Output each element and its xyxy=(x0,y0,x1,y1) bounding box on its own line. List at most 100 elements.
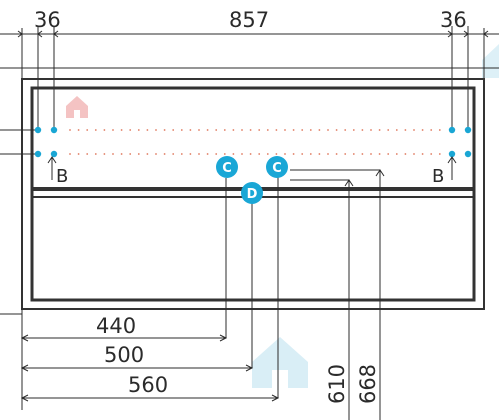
rail-dot xyxy=(395,129,398,131)
rail-dot xyxy=(370,153,372,155)
rail-dot xyxy=(77,129,80,131)
rail-dot xyxy=(146,153,149,155)
rail-dot xyxy=(223,153,226,155)
leader-lines xyxy=(225,169,385,420)
rail-dot xyxy=(120,153,123,155)
rail-dot xyxy=(292,153,295,155)
rail-dot xyxy=(241,129,243,131)
rail-dot xyxy=(301,129,304,131)
rail-dot xyxy=(129,129,132,131)
rail-dot xyxy=(77,153,80,155)
rail-dot xyxy=(206,153,209,155)
rail-dot xyxy=(129,153,132,155)
rail-dot xyxy=(421,153,424,155)
b-label-right: B xyxy=(432,166,444,187)
badge-c-right: C xyxy=(266,156,288,178)
rail-dot xyxy=(327,153,329,155)
rail-dot xyxy=(103,129,106,131)
rail-dot xyxy=(86,129,89,131)
rail-dot xyxy=(352,129,355,131)
rail-dot xyxy=(292,129,295,131)
rail-dot xyxy=(395,153,398,155)
rail-dot xyxy=(241,153,243,155)
rail-dot xyxy=(249,129,252,131)
dotted-rail-lines xyxy=(69,129,441,155)
dimension-36-left: 36 xyxy=(34,8,61,32)
watermark-home-icon xyxy=(482,44,499,78)
rail-dot xyxy=(309,153,312,155)
rail-dot xyxy=(189,129,192,131)
rail-dot xyxy=(198,153,200,155)
dimension-668: 668 xyxy=(356,364,380,404)
rail-dot xyxy=(327,129,329,131)
bottom-dimension-lines xyxy=(0,308,280,410)
rail-dot xyxy=(137,129,140,131)
mounting-hole xyxy=(34,126,42,134)
rail-dot xyxy=(284,129,286,131)
mounting-holes xyxy=(34,126,472,158)
rail-dot xyxy=(172,129,175,131)
rail-dot xyxy=(430,153,433,155)
rail-dot xyxy=(155,153,157,155)
rail-dot xyxy=(318,129,321,131)
mounting-hole xyxy=(464,150,472,158)
rail-dot xyxy=(421,129,424,131)
rail-dot xyxy=(266,129,269,131)
rail-dot xyxy=(137,153,140,155)
rail-dot xyxy=(198,129,200,131)
rail-dot xyxy=(335,153,338,155)
rail-dot xyxy=(361,129,364,131)
rail-dot xyxy=(370,129,372,131)
rail-dot xyxy=(163,129,166,131)
watermark-home-icon-bottom xyxy=(252,337,308,388)
rail-dot xyxy=(112,153,114,155)
rail-dot xyxy=(413,153,415,155)
rail-dot xyxy=(223,129,226,131)
rail-dot xyxy=(258,129,261,131)
rail-dot xyxy=(86,153,89,155)
rail-dot xyxy=(146,129,149,131)
rail-dot xyxy=(94,153,97,155)
rail-dot xyxy=(232,153,235,155)
rail-dot xyxy=(180,129,183,131)
dimension-440: 440 xyxy=(96,314,136,338)
rail-dot xyxy=(103,153,106,155)
rail-dot xyxy=(249,153,252,155)
left-reference-lines xyxy=(0,129,40,155)
rail-dot xyxy=(258,153,261,155)
rail-dot xyxy=(387,129,390,131)
dimension-560: 560 xyxy=(128,373,168,397)
rail-dot xyxy=(215,153,218,155)
rail-dot xyxy=(172,153,175,155)
rail-dot xyxy=(189,153,192,155)
rail-dot xyxy=(180,153,183,155)
rail-dot xyxy=(69,153,71,155)
rail-dot xyxy=(284,153,286,155)
badge-c-left: C xyxy=(216,156,238,178)
rail-dot xyxy=(378,129,381,131)
badge-d-label: D xyxy=(247,187,258,202)
dimension-857: 857 xyxy=(229,8,269,32)
badge-c-right-label: C xyxy=(272,161,282,176)
mounting-hole xyxy=(34,150,42,158)
rail-dot xyxy=(344,129,347,131)
rail-dot xyxy=(232,129,235,131)
rail-dot xyxy=(112,129,114,131)
badge-d: D xyxy=(241,182,263,204)
mounting-hole xyxy=(448,126,456,134)
rail-dot xyxy=(344,153,347,155)
rail-dot xyxy=(430,129,433,131)
rail-dot xyxy=(335,129,338,131)
rail-dot xyxy=(404,129,407,131)
rail-dot xyxy=(438,153,441,155)
rail-dot xyxy=(155,129,157,131)
rail-dot xyxy=(352,153,355,155)
rail-dot xyxy=(69,129,71,131)
rail-dot xyxy=(301,153,304,155)
rail-dot xyxy=(163,153,166,155)
rail-dot xyxy=(404,153,407,155)
dimension-500: 500 xyxy=(104,343,144,367)
rail-dot xyxy=(413,129,415,131)
badge-c-left-label: C xyxy=(222,161,232,176)
